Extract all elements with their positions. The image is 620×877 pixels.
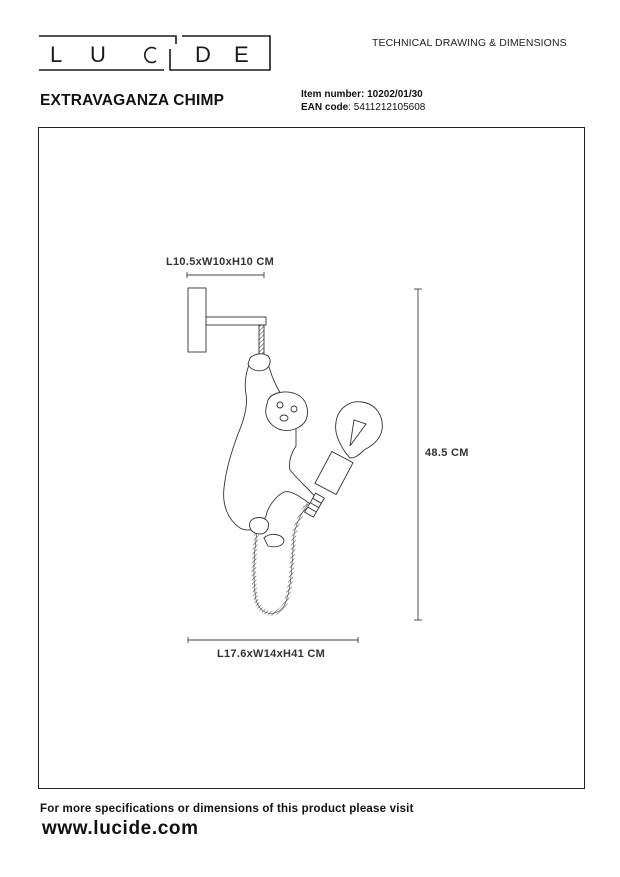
- bracket-arm: [205, 316, 267, 326]
- product-name: EXTRAVAGANZA CHIMP: [40, 92, 225, 109]
- monkey-nose: [279, 414, 289, 422]
- height-dimension: 48.5 CM: [425, 447, 469, 459]
- overall-dimension-line: [187, 637, 359, 643]
- logo-letter-l: L: [50, 42, 62, 67]
- monkey-foot: [263, 533, 285, 548]
- product-meta: Item number: 10202/01/30 EAN code: 54112…: [301, 88, 425, 114]
- bracket-dimension-line: [186, 272, 265, 278]
- ean-label: EAN code: [301, 102, 349, 113]
- document-type: TECHNICAL DRAWING & DIMENSIONS: [372, 37, 567, 49]
- bulb-filament: [349, 419, 367, 447]
- monkey-hand-top: [247, 353, 271, 372]
- overall-dimension: L17.6xW14xH41 CM: [217, 648, 326, 660]
- wall-plate: [187, 287, 207, 353]
- monkey-hand-bottom: [249, 517, 269, 535]
- item-number-value: 10202/01/30: [367, 89, 423, 100]
- website-link[interactable]: www.lucide.com: [42, 818, 199, 839]
- drawing-frame: [38, 127, 585, 789]
- monkey-eye-left: [276, 401, 284, 409]
- monkey-eye-right: [290, 405, 298, 413]
- logo-letter-c: [144, 46, 157, 64]
- logo-letter-u: U: [90, 42, 106, 67]
- ean-value: : 5411212105608: [348, 102, 426, 113]
- lamp-socket: [314, 450, 354, 496]
- item-number-label: Item number:: [301, 89, 365, 100]
- ean-row: EAN code: 5411212105608: [301, 101, 425, 114]
- cord-grip: [304, 492, 325, 518]
- light-bulb: [335, 401, 383, 459]
- logo-letter-e: E: [234, 42, 249, 67]
- monkey-head: [265, 391, 308, 431]
- monkey-body: [223, 357, 319, 531]
- bracket-dimension: L10.5xW10xH10 CM: [166, 256, 275, 268]
- logo-letter-d: D: [195, 42, 211, 67]
- item-number-row: Item number: 10202/01/30: [301, 88, 425, 101]
- lucide-logo: L U D E: [39, 35, 271, 71]
- height-dimension-line: [414, 288, 422, 621]
- footer-note: For more specifications or dimensions of…: [40, 803, 414, 815]
